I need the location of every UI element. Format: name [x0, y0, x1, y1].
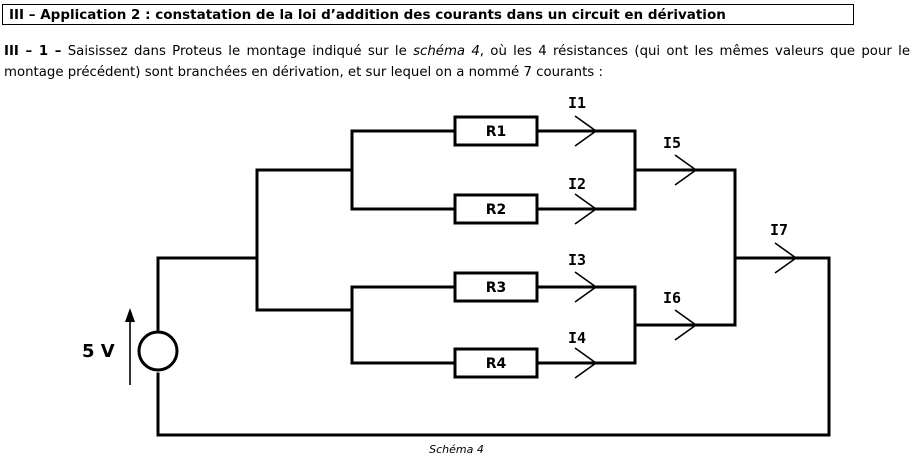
voltage-arrow-head-icon	[125, 308, 135, 322]
current-arrow-i5	[674, 154, 698, 186]
resistor-label: R1	[486, 124, 507, 140]
intro-text-before: Saisissez dans Proteus le montage indiqu…	[61, 44, 414, 59]
resistor-r4: R4	[453, 347, 539, 379]
resistor-r1: R1	[453, 115, 539, 147]
intro-text-after: , où les 4 résistances (qui ont les même…	[4, 44, 910, 80]
current-arrow-i6	[674, 309, 698, 341]
current-label-i6: I6	[663, 289, 681, 307]
resistor-r3: R3	[453, 271, 539, 303]
current-label-i2: I2	[568, 175, 586, 193]
wire-r3-right	[535, 285, 637, 365]
current-label-i5: I5	[663, 134, 681, 152]
intro-lead: III – 1 –	[4, 44, 62, 59]
figure-caption: Schéma 4	[429, 443, 484, 456]
current-label-i7: I7	[770, 221, 788, 239]
current-arrow-i1	[574, 115, 598, 147]
intro-schema-ref: schéma 4	[413, 44, 480, 59]
current-label-i4: I4	[568, 329, 586, 347]
circuit-wires	[156, 129, 831, 437]
wire-r1-right	[535, 129, 637, 211]
resistor-r2: R2	[453, 193, 539, 225]
resistor-label: R2	[486, 202, 507, 218]
section-title: III – Application 2 : constatation de la…	[2, 4, 854, 25]
resistor-label: R3	[486, 280, 507, 296]
voltage-source: 5 V	[82, 308, 179, 385]
intro-paragraph: III – 1 – Saisissez dans Proteus le mont…	[4, 41, 910, 83]
current-arrow-i2	[574, 193, 598, 225]
current-label-i1: I1	[568, 94, 586, 112]
wire-outer-bottom	[156, 256, 831, 437]
current-arrow-i7	[774, 242, 798, 274]
wire-outer-left	[156, 256, 259, 331]
source-voltage-label: 5 V	[82, 341, 115, 362]
current-arrow-i4	[574, 347, 598, 379]
resistor-label: R4	[486, 356, 507, 372]
source-circle-icon	[137, 330, 179, 372]
current-arrow-i3	[574, 271, 598, 303]
current-label-i3: I3	[568, 251, 586, 269]
